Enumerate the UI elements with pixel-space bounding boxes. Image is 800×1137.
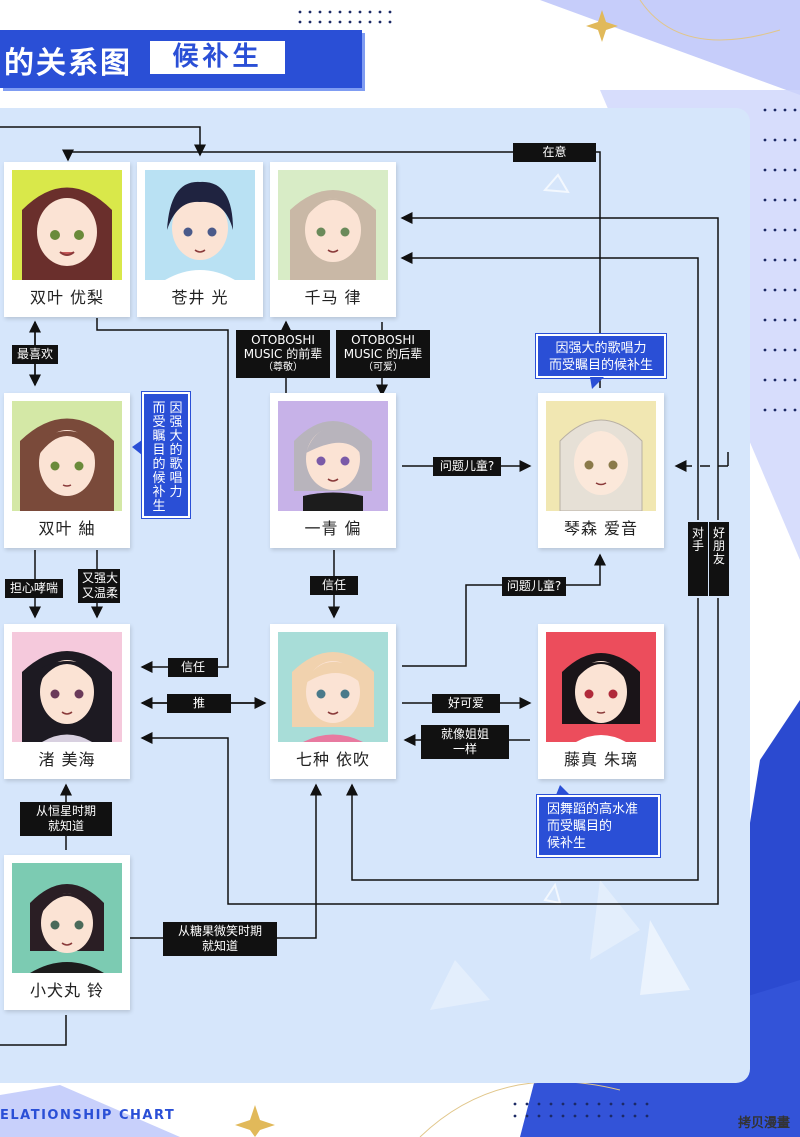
note-line: 因舞蹈的高水准: [547, 801, 650, 818]
note-line: 而受瞩目的: [547, 818, 650, 835]
note-column: 而受瞩目的候补生: [152, 402, 166, 514]
footer-caption: ELATIONSHIP CHART: [0, 1108, 175, 1123]
note-column: 因强大的歌唱力: [169, 402, 183, 500]
note-shuri: 因舞蹈的高水准 而受瞩目的 候补生: [537, 795, 660, 857]
watermark: 拷贝漫畫: [738, 1112, 790, 1131]
note-line: 候补生: [547, 835, 650, 852]
note-tsumugi: 因强大的歌唱力 而受瞩目的候补生: [142, 392, 190, 518]
